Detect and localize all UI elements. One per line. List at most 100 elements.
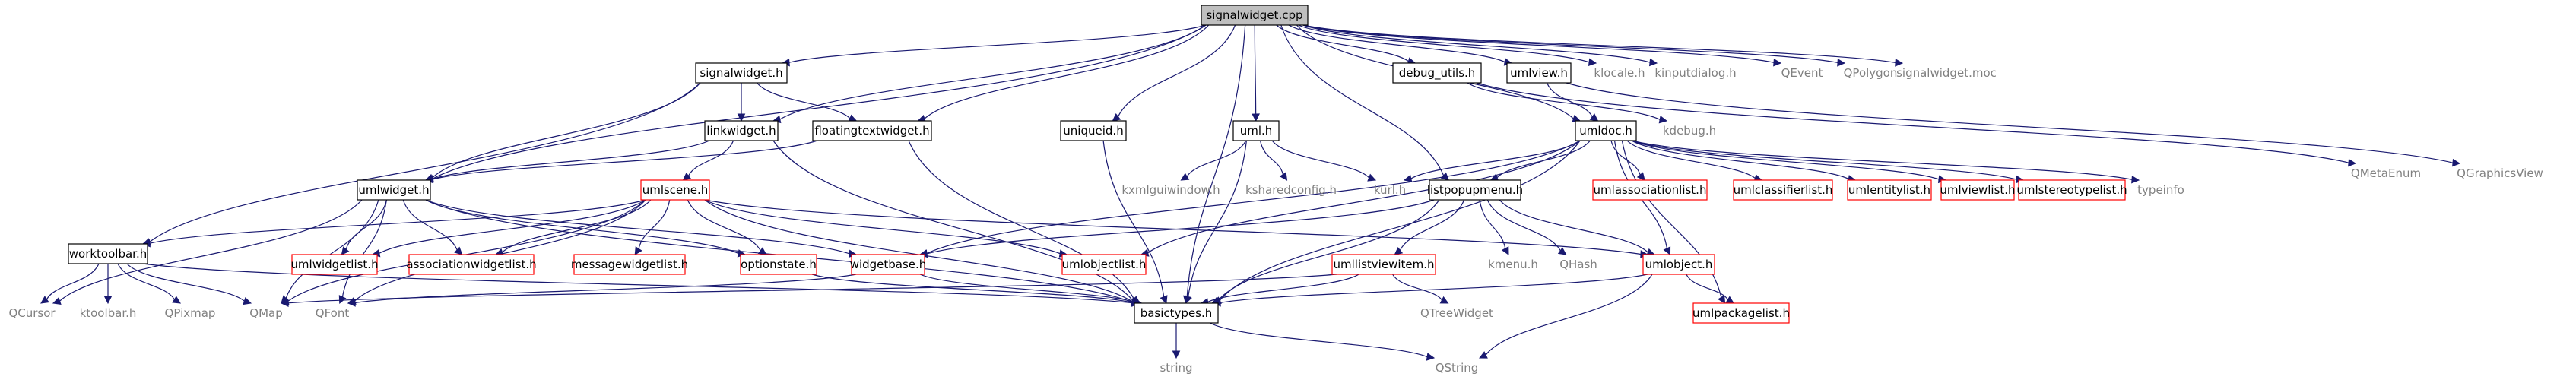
node-label: umldoc.h bbox=[1579, 124, 1632, 138]
node-kxmlguiwindow-h[interactable]: kxmlguiwindow.h bbox=[1121, 183, 1220, 197]
arrowhead bbox=[280, 299, 289, 308]
node-kinputdialog-h[interactable]: kinputdialog.h bbox=[1654, 66, 1736, 80]
edge-signalwidget_h-to-worktoolbar_h bbox=[141, 82, 701, 246]
edge-signalwidget_cpp-to-uml_h bbox=[1252, 24, 1260, 122]
node-signalwidget-moc[interactable]: signalwidget.moc bbox=[1896, 66, 1997, 80]
node-signalwidget-cpp[interactable]: signalwidget.cpp bbox=[1201, 5, 1309, 26]
node-umlobject-h[interactable]: umlobject.h bbox=[1642, 254, 1715, 275]
node-worktoolbar-h[interactable]: worktoolbar.h bbox=[68, 243, 148, 264]
node-QEvent[interactable]: QEvent bbox=[1781, 66, 1823, 80]
node-box bbox=[1060, 120, 1127, 141]
node-ksharedconfig-h[interactable]: ksharedconfig.h bbox=[1245, 183, 1337, 197]
edge-listpopupmenu_h-to-kmenu_h bbox=[1479, 199, 1509, 255]
edge-uml_h-to-kurl_h bbox=[1271, 140, 1377, 182]
node-uniqueid-h[interactable]: uniqueid.h bbox=[1060, 120, 1127, 141]
arrowhead bbox=[1636, 172, 1645, 181]
edge-signalwidget_cpp-to-signalwidget_moc bbox=[1302, 24, 1904, 67]
node-label: ksharedconfig.h bbox=[1245, 183, 1337, 197]
node-umlobjectlist-h[interactable]: umlobjectlist.h bbox=[1061, 254, 1147, 275]
node-basictypes-h[interactable]: basictypes.h bbox=[1134, 302, 1219, 324]
node-umlviewlist-h[interactable]: umlviewlist.h bbox=[1940, 179, 2016, 201]
arrowhead bbox=[347, 299, 356, 307]
node-QString[interactable]: QString bbox=[1436, 361, 1479, 375]
node-umlentitylist-h[interactable]: umlentitylist.h bbox=[1847, 179, 1932, 201]
node-kmenu-h[interactable]: kmenu.h bbox=[1488, 258, 1538, 271]
node-umlview-h[interactable]: umlview.h bbox=[1506, 62, 1572, 84]
node-optionstate-h[interactable]: optionstate.h bbox=[740, 254, 817, 275]
node-label: umlpackagelist.h bbox=[1692, 306, 1790, 320]
edge-worktoolbar_h-to-QPixmap bbox=[117, 263, 181, 304]
node-umldoc-h[interactable]: umldoc.h bbox=[1575, 120, 1637, 141]
edge-umlwidget_h-to-QCursor bbox=[52, 199, 363, 305]
node-QMetaEnum[interactable]: QMetaEnum bbox=[2351, 166, 2421, 180]
node-QCursor[interactable]: QCursor bbox=[8, 306, 56, 320]
node-label: QGraphicsView bbox=[2457, 166, 2543, 180]
arrowhead bbox=[338, 295, 347, 305]
arrowhead bbox=[243, 297, 252, 305]
node-umlassociationlist-h[interactable]: umlassociationlist.h bbox=[1592, 179, 1708, 201]
node-box bbox=[1940, 179, 2015, 201]
arrowhead bbox=[2452, 158, 2461, 167]
node-box bbox=[640, 179, 710, 201]
edge-signalwidget_cpp-to-QEvent bbox=[1302, 24, 1782, 67]
nodes-layer: signalwidget.cpp signalwidget.h debug_util… bbox=[8, 5, 2543, 375]
node-uml-h[interactable]: uml.h bbox=[1232, 120, 1280, 141]
edge-umlobject_h-to-basictypes_h bbox=[1212, 274, 1648, 307]
node-string[interactable]: string bbox=[1160, 361, 1192, 375]
arrowhead bbox=[757, 247, 767, 255]
node-label: signalwidget.cpp bbox=[1206, 8, 1302, 22]
node-label: QPixmap bbox=[165, 306, 216, 320]
node-klocale-h[interactable]: klocale.h bbox=[1594, 66, 1645, 80]
node-label: worktoolbar.h bbox=[69, 247, 147, 261]
arrowhead bbox=[1394, 246, 1404, 255]
node-typeinfo[interactable]: typeinfo bbox=[2137, 183, 2184, 197]
node-QGraphicsView[interactable]: QGraphicsView bbox=[2457, 166, 2543, 180]
node-box bbox=[851, 254, 925, 275]
node-kurl-h[interactable]: kurl.h bbox=[1374, 183, 1406, 197]
node-QHash[interactable]: QHash bbox=[1559, 258, 1597, 271]
node-box bbox=[1134, 302, 1219, 324]
node-umlclassifierlist-h[interactable]: umlclassifierlist.h bbox=[1733, 179, 1833, 201]
node-label: kxmlguiwindow.h bbox=[1121, 183, 1220, 197]
node-umlwidgetlist-h[interactable]: umlwidgetlist.h bbox=[290, 254, 379, 275]
arrowhead bbox=[1837, 59, 1846, 67]
node-messagewidgetlist-h[interactable]: messagewidgetlist.h bbox=[571, 254, 688, 275]
edge-worktoolbar_h-to-ktoolbar_h bbox=[103, 264, 113, 305]
node-widgetbase-h[interactable]: widgetbase.h bbox=[850, 254, 927, 275]
node-QMap[interactable]: QMap bbox=[249, 306, 282, 320]
node-QPixmap[interactable]: QPixmap bbox=[165, 306, 216, 320]
edge-signalwidget_cpp-to-signalwidget_h bbox=[781, 24, 1207, 67]
node-box bbox=[1061, 254, 1147, 275]
node-kdebug-h[interactable]: kdebug.h bbox=[1663, 124, 1716, 138]
node-QPolygon[interactable]: QPolygon bbox=[1844, 66, 1898, 80]
node-umlpackagelist-h[interactable]: umlpackagelist.h bbox=[1692, 302, 1790, 324]
arrowhead bbox=[1180, 173, 1190, 181]
node-umlscene-h[interactable]: umlscene.h bbox=[640, 179, 710, 201]
node-box bbox=[408, 254, 535, 275]
node-linkwidget-h[interactable]: linkwidget.h bbox=[704, 120, 779, 141]
edge-listpopupmenu_h-to-basictypes_h bbox=[1211, 199, 1440, 304]
node-associationwidgetlist-h[interactable]: associationwidgetlist.h bbox=[406, 254, 537, 275]
node-umlstereotypelist-h[interactable]: umlstereotypelist.h bbox=[2016, 179, 2127, 201]
node-box bbox=[291, 254, 378, 275]
node-QFont[interactable]: QFont bbox=[316, 306, 350, 320]
node-floatingtextwidget-h[interactable]: floatingtextwidget.h bbox=[812, 120, 932, 141]
arrowhead bbox=[1403, 174, 1413, 183]
edge-umllistviewitem_h-to-QTreeWidget bbox=[1392, 274, 1449, 304]
edge-worktoolbar_h-to-QCursor bbox=[40, 263, 100, 304]
arrowhead bbox=[40, 296, 49, 304]
node-QTreeWidget[interactable]: QTreeWidget bbox=[1420, 306, 1493, 320]
node-debug-utils-h[interactable]: debug_utils.h bbox=[1392, 62, 1482, 84]
node-label: QEvent bbox=[1781, 66, 1823, 80]
node-signalwidget-h[interactable]: signalwidget.h bbox=[695, 62, 788, 84]
arrowhead bbox=[1718, 295, 1726, 304]
node-listpopupmenu-h[interactable]: listpopupmenu.h bbox=[1427, 179, 1523, 201]
node-box bbox=[1331, 254, 1436, 275]
node-label: kdebug.h bbox=[1663, 124, 1716, 138]
node-umllistviewitem-h[interactable]: umllistviewitem.h bbox=[1331, 254, 1436, 275]
node-ktoolbar-h[interactable]: ktoolbar.h bbox=[80, 306, 137, 320]
node-box bbox=[1847, 179, 1932, 201]
node-umlwidget-h[interactable]: umlwidget.h bbox=[357, 179, 431, 201]
edge-umldoc_h-to-umlassociationlist_h bbox=[1610, 140, 1645, 181]
